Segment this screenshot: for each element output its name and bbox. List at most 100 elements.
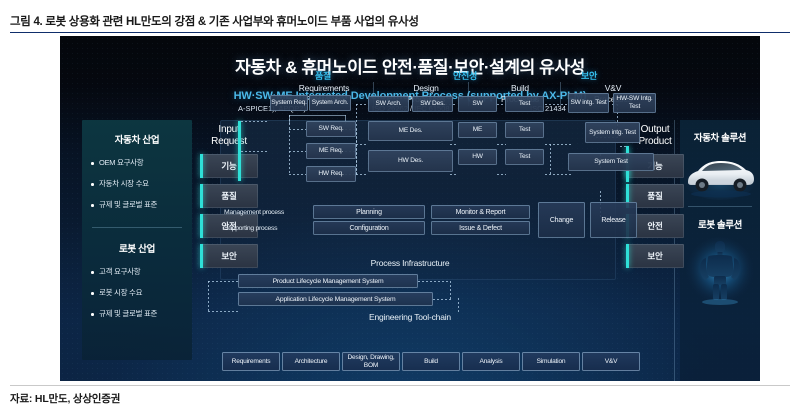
connector [289, 129, 306, 130]
toolchain-box-architecture[interactable]: Architecture [282, 352, 340, 371]
process-box-system-intg-test[interactable]: System intg. Test [585, 122, 640, 143]
industry-list-robot: 고객 요구사항 로봇 시장 수요 규제 및 글로벌 표준 [82, 266, 192, 320]
category-quality: 품질 [315, 71, 331, 81]
diagram-slide: 자동차 & 휴머노이드 안전·품질·보안·설계의 유사성 HW·SW·ME In… [60, 36, 760, 381]
standard-iso21434: ISO 21434 [530, 104, 566, 113]
input-tag-safety[interactable]: 안전 [200, 214, 258, 238]
industry-list-auto: OEM 요구사항 자동차 시장 수요 규제 및 글로벌 표준 [82, 157, 192, 211]
infra-box-alm[interactable]: Application Lifecycle Management System [238, 292, 433, 306]
toolchain-box-design-drawing-bom[interactable]: Design, Drawing, BOM [342, 352, 400, 371]
connector [238, 121, 241, 181]
mgmt-box-change[interactable]: Change [538, 202, 585, 238]
list-item: 규제 및 글로벌 표준 [91, 199, 192, 211]
mgmt-box-issue-defect[interactable]: Issue & Defect [431, 221, 530, 235]
mgmt-box-monitor-report[interactable]: Monitor & Report [431, 205, 530, 219]
toolchain-box-build[interactable]: Build [402, 352, 460, 371]
connector [617, 104, 618, 138]
connector [356, 104, 368, 105]
industry-panel: 자동차 산업 OEM 요구사항 자동차 시장 수요 규제 및 글로벌 표준 로봇… [82, 120, 192, 360]
process-box-system-test[interactable]: System Test [568, 153, 654, 171]
process-box-sw-test[interactable]: Test [505, 96, 544, 112]
process-box-hw-sw-intg-test[interactable]: HW-SW Intg. Test [613, 93, 656, 113]
mgmt-box-release[interactable]: Release [590, 202, 637, 238]
connector [620, 146, 628, 147]
connector [545, 104, 568, 105]
process-box-sw-build[interactable]: SW [458, 96, 497, 112]
process-box-sw-req[interactable]: SW Req. [306, 121, 356, 137]
mgmt-box-configuration[interactable]: Configuration [313, 221, 425, 235]
infra-box-plm[interactable]: Product Lifecycle Management System [238, 274, 418, 288]
solutions-panel-divider [688, 206, 752, 207]
car-image [680, 144, 760, 206]
solution-heading-robot: 로봇 솔루션 [698, 220, 742, 231]
solution-heading-auto: 자동차 솔루션 [693, 133, 747, 144]
connector [289, 151, 306, 152]
list-item: 고객 요구사항 [91, 266, 192, 278]
connector [356, 144, 368, 145]
connector [450, 281, 451, 299]
toolchain-box-analysis[interactable]: Analysis [462, 352, 520, 371]
mgmt-box-planning[interactable]: Planning [313, 205, 425, 219]
process-box-system-req[interactable]: System Req. [270, 95, 308, 111]
process-box-hw-build[interactable]: HW [458, 149, 497, 165]
process-box-me-req[interactable]: ME Req. [306, 143, 356, 159]
industry-panel-divider [92, 227, 182, 228]
connector [345, 115, 346, 124]
process-box-me-test[interactable]: Test [505, 122, 544, 138]
robot-image [680, 231, 760, 311]
connector [450, 174, 458, 175]
connector [458, 298, 459, 312]
input-request-title: Input Request [211, 124, 247, 147]
connector [356, 174, 368, 175]
process-box-hw-test[interactable]: Test [505, 149, 544, 165]
process-box-system-arch[interactable]: System Arch. [309, 95, 351, 111]
input-tag-function[interactable]: 기능 [200, 154, 258, 178]
connector [208, 281, 209, 311]
toolchain-box-simulation[interactable]: Simulation [522, 352, 580, 371]
connector [550, 144, 551, 174]
label-supporting-process: Supporting process [224, 225, 278, 232]
input-tag-quality[interactable]: 품질 [200, 184, 258, 208]
industry-heading-robot: 로봇 산업 [118, 244, 156, 255]
caption-divider [10, 32, 790, 33]
connector [497, 144, 506, 145]
column-separator [468, 82, 469, 106]
column-separator [373, 82, 374, 106]
solutions-panel: 자동차 솔루션 [680, 120, 760, 381]
process-box-me-build[interactable]: ME [458, 122, 497, 138]
category-security: 보안 [581, 71, 597, 81]
source-note: 자료: HL만도, 상상인증권 [10, 393, 121, 405]
label-management-process: Management process [224, 209, 284, 216]
list-item: 로봇 시장 수요 [91, 287, 192, 299]
list-item: 규제 및 글로벌 표준 [91, 308, 192, 320]
category-safety: 안전성 [453, 71, 477, 81]
process-box-sw-intg-test[interactable]: SW intg. Test [568, 93, 609, 113]
connector [289, 174, 306, 175]
source-divider [10, 385, 790, 386]
industry-heading-auto: 자동차 산업 [114, 135, 160, 146]
input-tag-security[interactable]: 보안 [200, 244, 258, 268]
toolchain-box-requirements[interactable]: Requirements [222, 352, 280, 371]
column-separator [560, 82, 561, 106]
output-product-column: Output Product 기능 품질 안전 보안 [626, 124, 684, 268]
connector [208, 311, 238, 312]
process-box-sw-arch[interactable]: SW Arch. [368, 96, 409, 112]
connector [289, 115, 346, 116]
list-item: 자동차 시장 수요 [91, 178, 192, 190]
output-tag-security[interactable]: 보안 [626, 244, 684, 268]
process-box-sw-des[interactable]: SW Des. [412, 96, 453, 112]
connector [433, 299, 451, 300]
section-title-toolchain: Engineering Tool-chain [369, 312, 451, 322]
connector [545, 174, 571, 175]
process-box-me-des[interactable]: ME Des. [368, 121, 453, 141]
process-box-hw-req[interactable]: HW Req. [306, 166, 356, 182]
connector [497, 174, 506, 175]
connector [450, 144, 458, 145]
output-product-title: Output Product [638, 124, 672, 147]
slide-title: 자동차 & 휴머노이드 안전·품질·보안·설계의 유사성 [235, 58, 585, 77]
connector [545, 144, 573, 145]
list-item: OEM 요구사항 [91, 157, 192, 169]
toolchain-box-vv[interactable]: V&V [582, 352, 640, 371]
process-box-hw-des[interactable]: HW Des. [368, 150, 453, 172]
connector [497, 104, 506, 105]
